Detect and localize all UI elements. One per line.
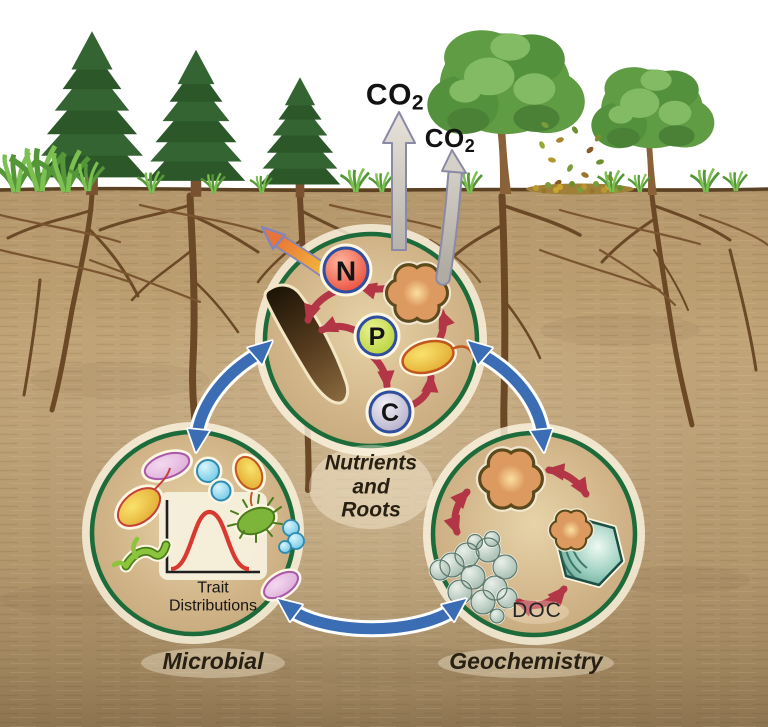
co2-flux-arrow-curved xyxy=(435,149,467,286)
nutrient-node-p xyxy=(353,312,401,360)
microbe-yellow-oval xyxy=(114,467,171,530)
microbe-cyan-cluster xyxy=(278,519,305,554)
microbe-cyan-cocci xyxy=(193,456,234,504)
exchange-arrow-bottom xyxy=(276,597,468,638)
geochem-cycle-arrows xyxy=(443,463,590,617)
nutrient-node-n xyxy=(319,243,373,297)
root-tip xyxy=(263,283,350,405)
sorbed-organic-matter-flower xyxy=(550,511,592,550)
leaf-litter xyxy=(526,181,634,195)
microbe-cell xyxy=(399,337,457,377)
nutrient-node-c xyxy=(365,387,415,437)
organic-matter-flower xyxy=(480,450,543,508)
nutrients-roots-contents xyxy=(260,225,474,437)
microbe-green-branched xyxy=(111,536,173,573)
microbe-pink-capsule-2 xyxy=(260,568,302,602)
exchange-arrow-left xyxy=(186,339,274,454)
co2-flux-arrow-straight xyxy=(382,111,416,251)
microbe-pink-capsule xyxy=(141,449,193,483)
mineral-hexagon xyxy=(550,511,625,588)
microbe-green-spiky xyxy=(227,494,283,543)
microbial-contents xyxy=(111,449,305,602)
vegetation xyxy=(0,30,749,198)
label-glows xyxy=(141,445,614,678)
exchange-arrow-right xyxy=(466,339,554,454)
